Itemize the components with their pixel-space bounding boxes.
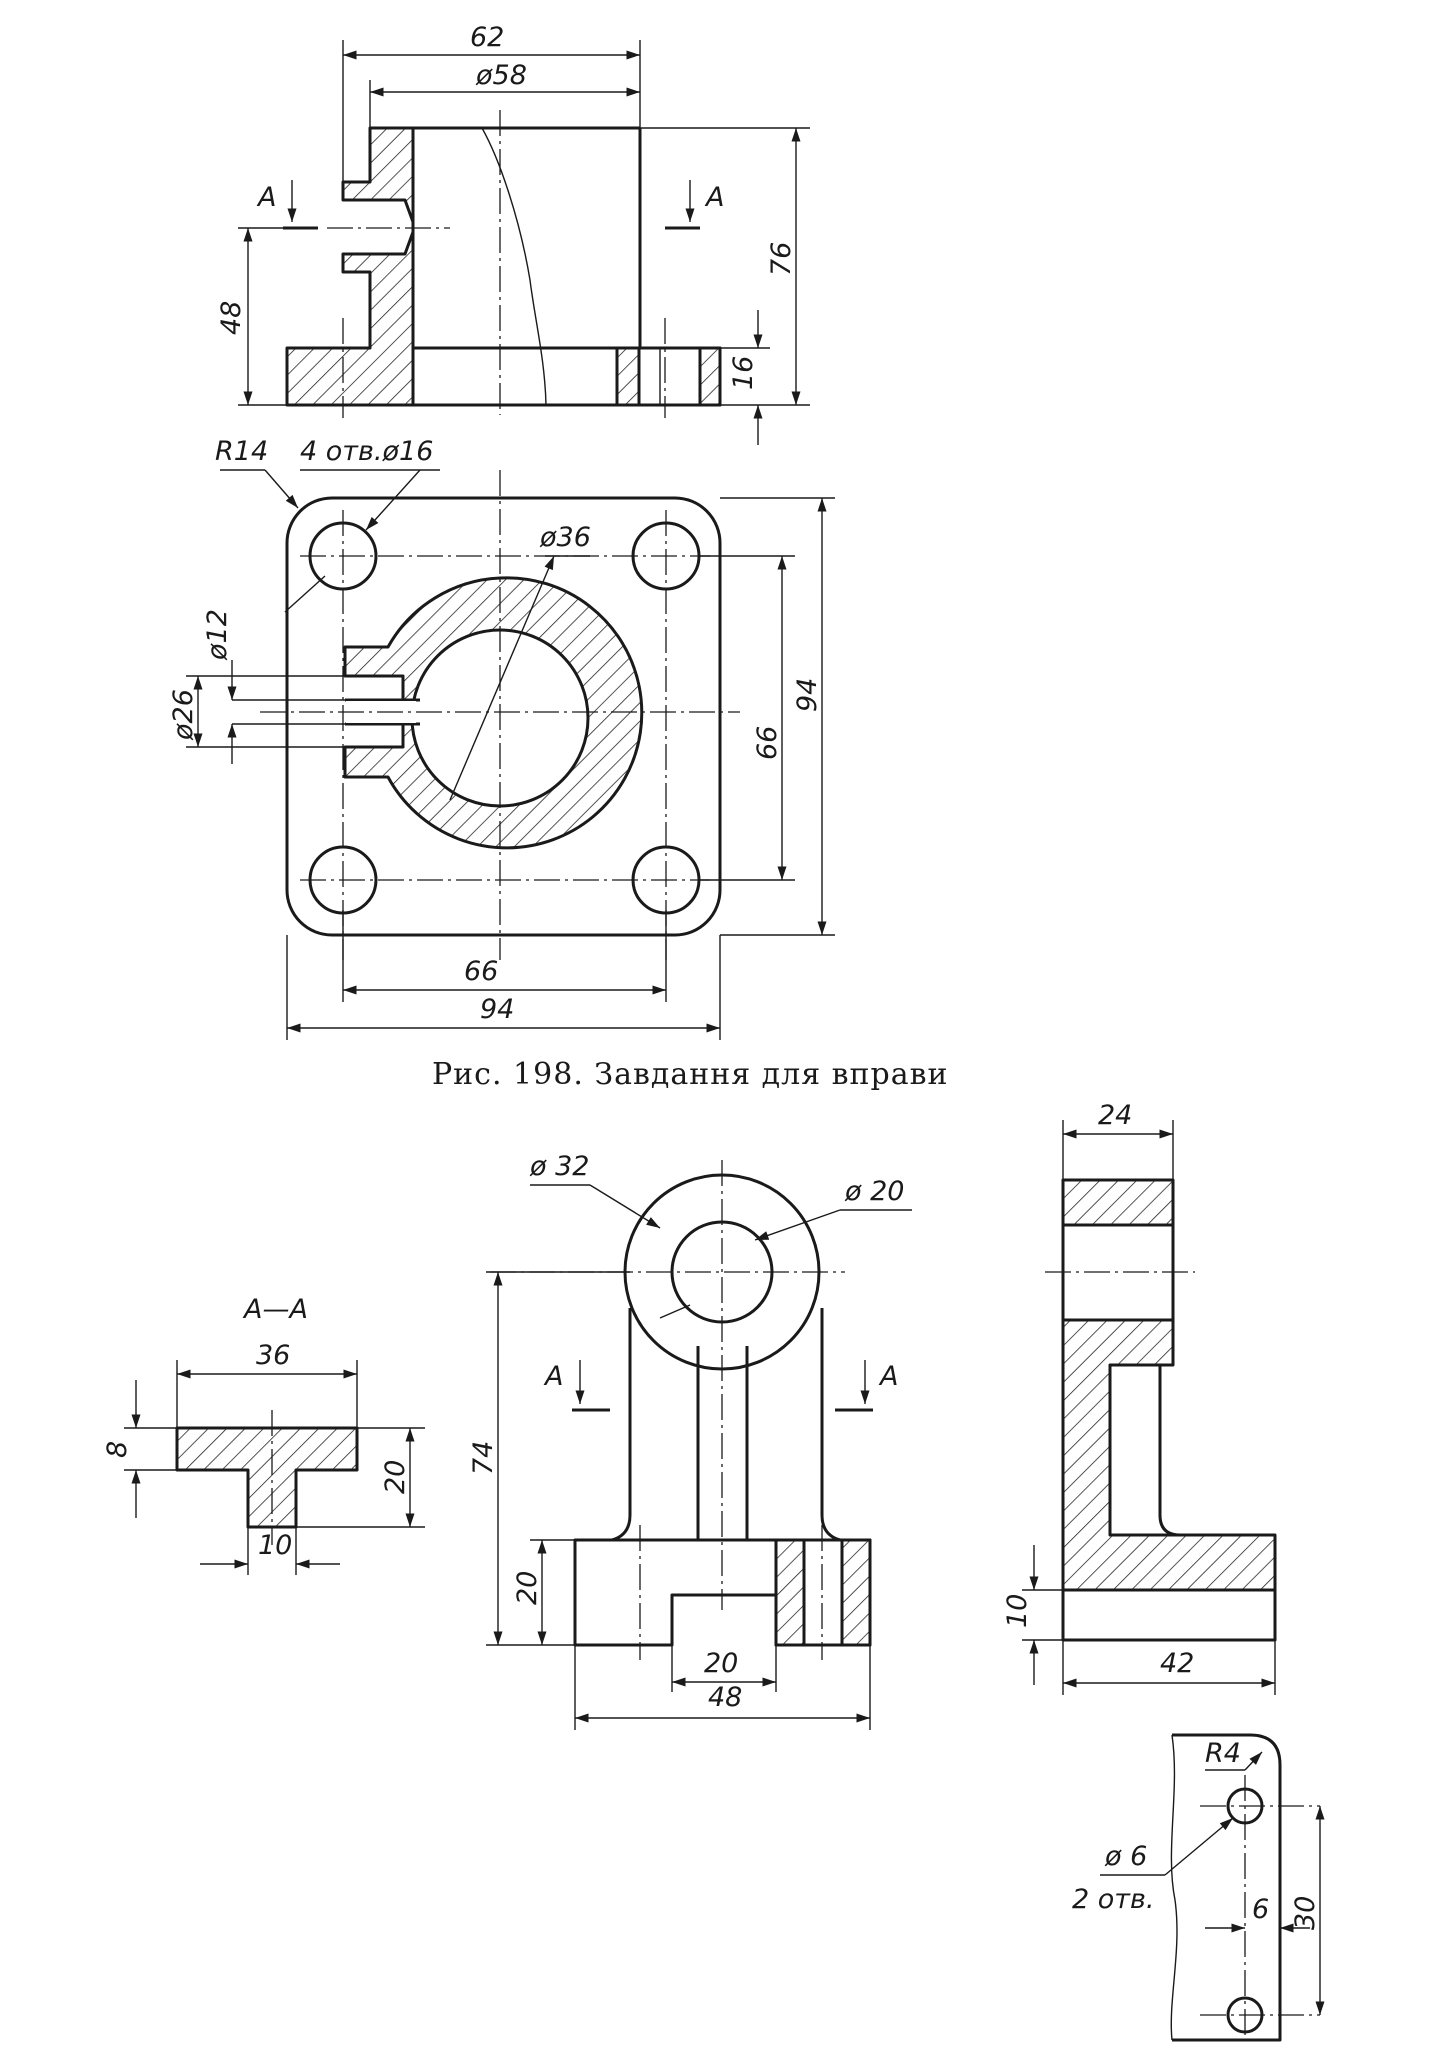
left-wall-section bbox=[285, 126, 415, 407]
section-letter-right: A bbox=[878, 1361, 898, 1392]
dim-36: 36 bbox=[256, 1340, 290, 1371]
t-section bbox=[175, 1426, 359, 1529]
base-hatch-1 bbox=[615, 346, 641, 407]
leader-32 bbox=[589, 1184, 661, 1229]
dim-12: ø12 bbox=[202, 609, 233, 661]
break-line bbox=[481, 127, 547, 406]
leader-holes bbox=[365, 469, 421, 531]
dim-94v: 94 bbox=[792, 678, 823, 712]
fig2-section-aa: A—A 36 8 20 10 bbox=[102, 1294, 425, 1575]
dim-32: ø 32 bbox=[529, 1151, 589, 1182]
dim-36: ø36 bbox=[539, 522, 591, 553]
dim-20: ø 20 bbox=[844, 1176, 904, 1207]
section-title: A—A bbox=[242, 1294, 308, 1325]
leader-20 bbox=[754, 1209, 841, 1241]
dim-42: 42 bbox=[1160, 1648, 1194, 1679]
dim-58: ø58 bbox=[475, 60, 527, 91]
dim-74: 74 bbox=[468, 1441, 499, 1475]
base-hole-hatch-1 bbox=[774, 1538, 806, 1647]
upright-right bbox=[820, 1308, 841, 1542]
dim-24: 24 bbox=[1098, 1100, 1132, 1131]
dim-r14: R14 bbox=[215, 436, 268, 467]
dim-66v: 66 bbox=[752, 726, 783, 760]
dim-10: 10 bbox=[1002, 1594, 1033, 1628]
section-letter-left: A bbox=[256, 182, 276, 213]
square-flange bbox=[285, 496, 722, 937]
side-body-hatch bbox=[1061, 1318, 1277, 1592]
upright-left bbox=[611, 1308, 632, 1542]
section-letter-left: A bbox=[543, 1361, 563, 1392]
dim-16: 16 bbox=[728, 356, 759, 390]
dim-62: 62 bbox=[470, 22, 504, 53]
side-top-hatch bbox=[1061, 1178, 1175, 1227]
dim-r4: R4 bbox=[1205, 1738, 1241, 1769]
dim-26: ø26 bbox=[168, 689, 199, 741]
dim-48: 48 bbox=[708, 1682, 742, 1713]
dim-30: 30 bbox=[1290, 1896, 1321, 1930]
dim-48: 48 bbox=[216, 301, 247, 335]
base-hole-hatch-2 bbox=[840, 1538, 872, 1647]
dim-count: 2 отв. bbox=[1072, 1884, 1155, 1915]
dim-20: 20 bbox=[380, 1460, 411, 1494]
leader-r14 bbox=[264, 469, 299, 509]
leader-r4 bbox=[1244, 1751, 1263, 1771]
dim-line-36 bbox=[449, 555, 555, 801]
dim-6: 6 bbox=[1252, 1894, 1269, 1925]
fig2-front-view: A A ø 32 ø 20 74 20 20 48 bbox=[468, 1151, 912, 1730]
side-inner-edge bbox=[1110, 1363, 1181, 1537]
dim-10: 10 bbox=[258, 1530, 292, 1561]
detail-break-line bbox=[1170, 1734, 1178, 2041]
dim-94h: 94 bbox=[480, 994, 514, 1025]
dim-76: 76 bbox=[766, 242, 797, 276]
fig198-front-view: A A 62 ø58 76 16 48 bbox=[216, 22, 810, 445]
dim-holes: 4 отв.ø16 bbox=[300, 436, 433, 467]
section-letter-right: A bbox=[704, 182, 724, 213]
base-hatch-2 bbox=[698, 346, 722, 407]
leader-holes-tail bbox=[284, 575, 326, 613]
detail-outline bbox=[1172, 1733, 1282, 2042]
leader-6 bbox=[1164, 1817, 1234, 1876]
dim-66h: 66 bbox=[464, 956, 498, 987]
fig198-top-view: R14 4 отв.ø16 ø36 ø12 ø26 66 94 bbox=[168, 436, 835, 1040]
ring-section bbox=[343, 576, 644, 850]
side-base bbox=[1061, 1588, 1277, 1642]
leader-20-tail bbox=[659, 1304, 691, 1319]
dim-hole: ø 6 bbox=[1104, 1841, 1147, 1872]
dim-base: 20 bbox=[512, 1571, 543, 1605]
fig2-detail-view: R4 ø 6 2 отв. 6 30 bbox=[1072, 1733, 1325, 2042]
fig2-side-view: 24 10 42 bbox=[1002, 1100, 1277, 1695]
dim-slot: 20 bbox=[704, 1648, 738, 1679]
figure-caption: Рис. 198. Завдання для вправи bbox=[432, 1057, 949, 1092]
dim-8: 8 bbox=[102, 1441, 133, 1458]
